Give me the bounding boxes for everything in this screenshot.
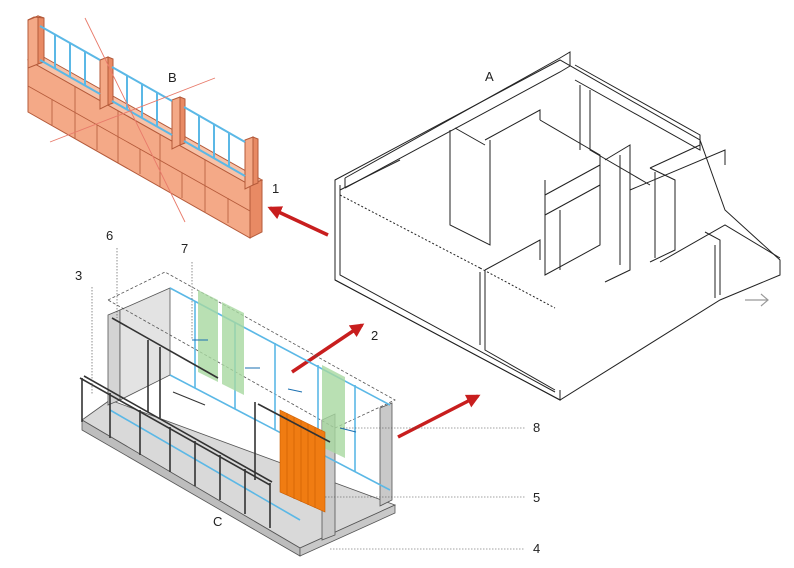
brick-band-side <box>249 179 263 239</box>
label-7: 7 <box>181 241 188 256</box>
label-5: 5 <box>533 490 540 505</box>
label-b: B <box>168 70 177 85</box>
red-arrows <box>267 206 481 439</box>
section-lines <box>49 17 216 223</box>
balcony-floor <box>81 399 397 549</box>
orange-curtain <box>279 409 326 513</box>
arrow-2 <box>291 323 365 374</box>
arrow-3 <box>397 394 481 439</box>
window-frames <box>39 25 246 177</box>
label-4: 4 <box>533 541 540 556</box>
label-2: 2 <box>371 328 378 343</box>
label-6: 6 <box>106 228 113 243</box>
label-8: 8 <box>533 420 540 435</box>
brick-pillars <box>27 15 259 190</box>
green-panels <box>198 290 345 458</box>
balcony-assembly-c <box>79 271 397 557</box>
arrow-right-icon <box>745 293 769 307</box>
wireframe-building-a <box>334 51 781 401</box>
label-1: 1 <box>272 181 279 196</box>
brick-band-front <box>27 59 251 239</box>
label-c: C <box>213 514 222 529</box>
movement-arrows <box>172 339 357 433</box>
label-a: A <box>485 69 494 84</box>
brick-wall-assembly-b <box>26 15 264 239</box>
leader-lines <box>91 248 525 550</box>
brick-joints <box>27 85 251 223</box>
balcony-railing <box>79 317 331 528</box>
arrow-1 <box>267 206 329 237</box>
label-3: 3 <box>75 268 82 283</box>
